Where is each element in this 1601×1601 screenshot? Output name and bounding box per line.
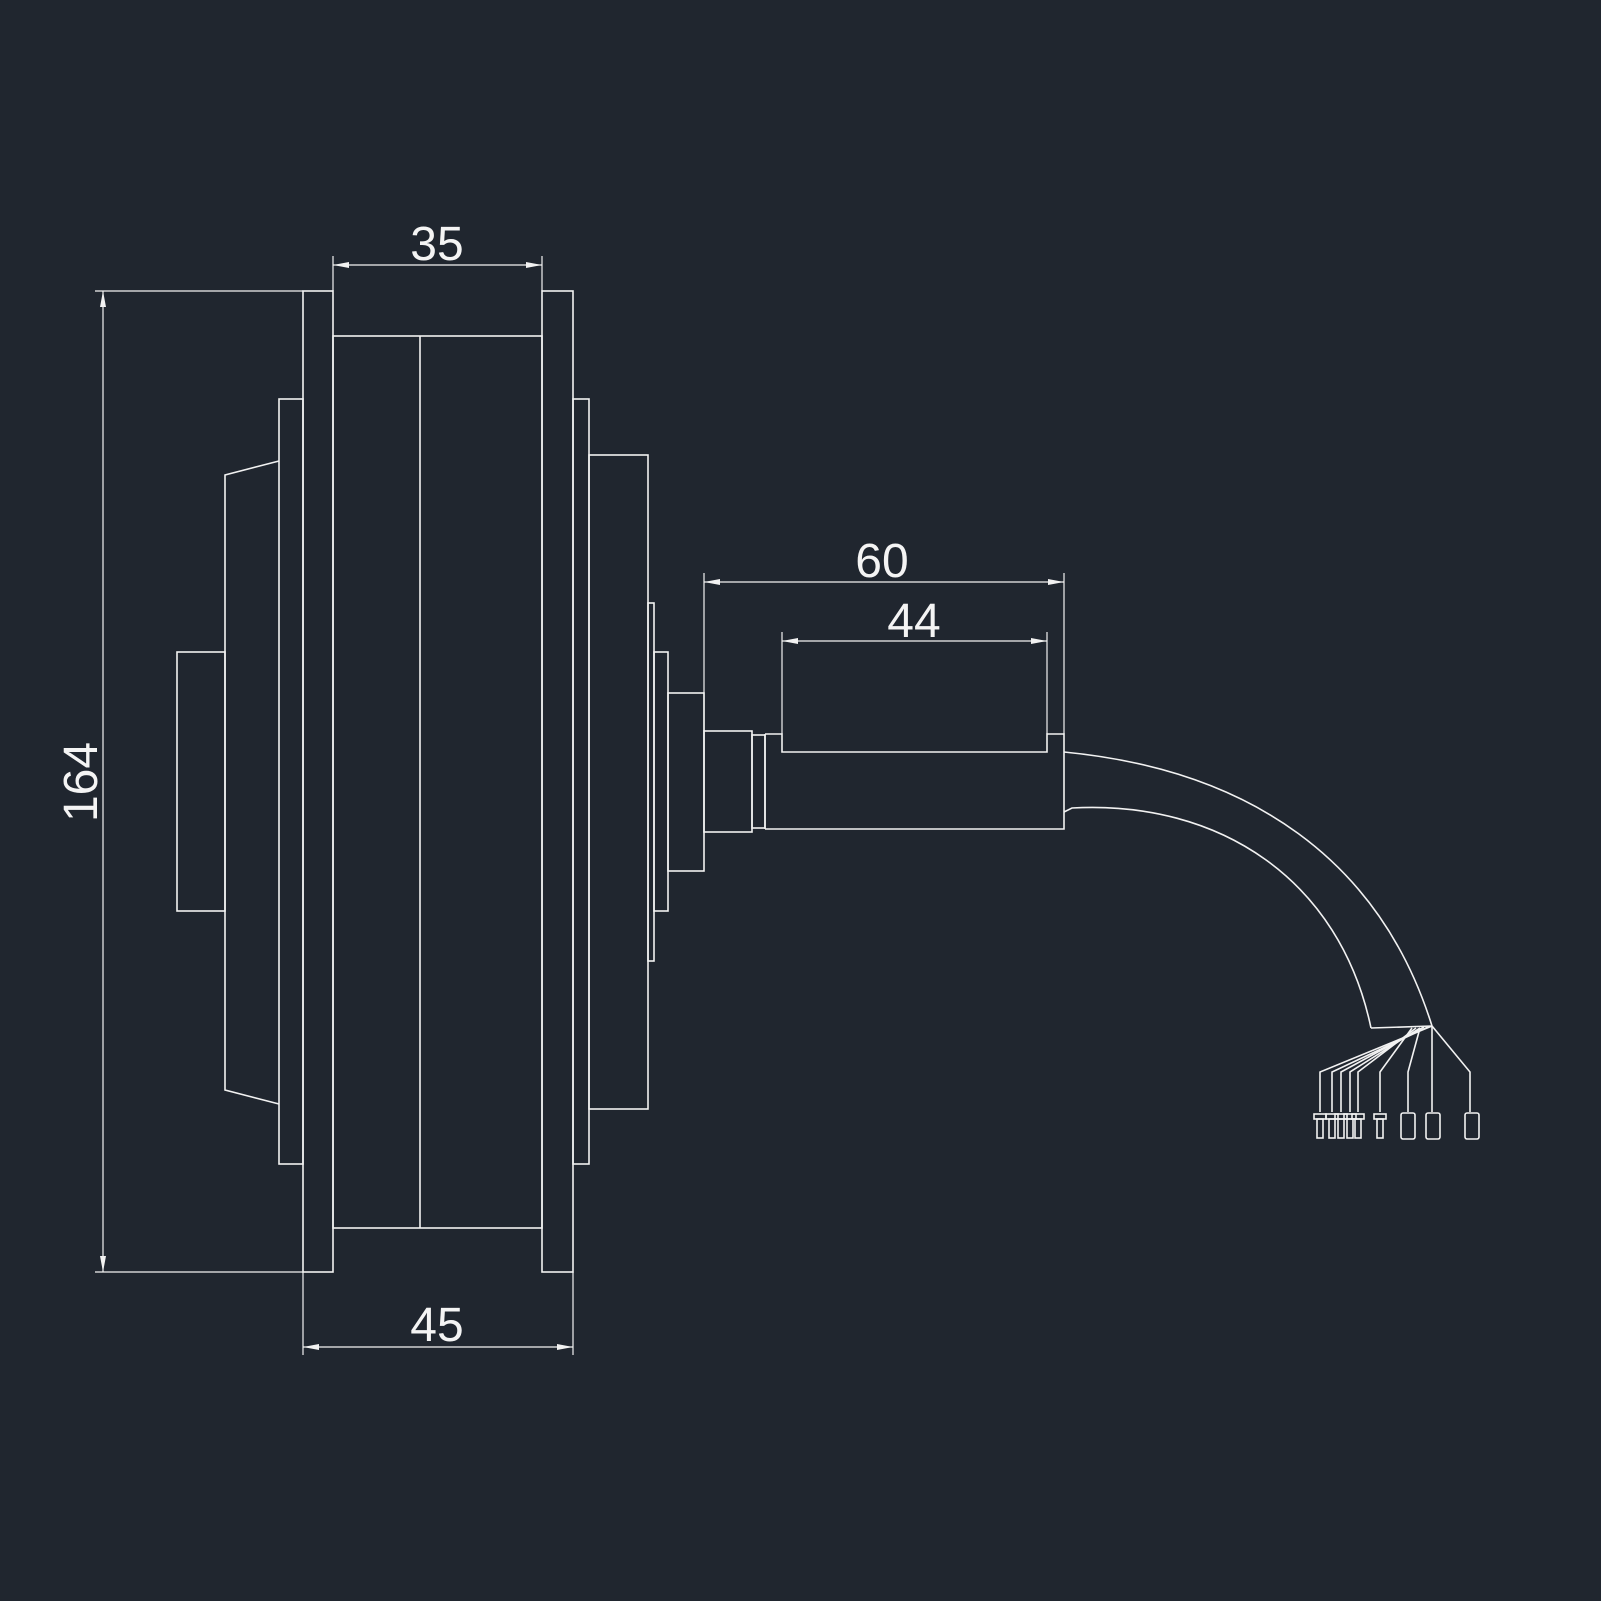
dimension-label-164: 164: [55, 742, 108, 822]
dimension-diameter: 164: [55, 290, 303, 1273]
left-shaft-nut: [176, 651, 226, 912]
dimension-label-60: 60: [855, 535, 908, 588]
dimension-axle-length: 60: [703, 535, 1065, 734]
signal-pins: [1313, 1113, 1387, 1139]
right-bearing-ring: [653, 651, 669, 912]
phase-connector-1: [1400, 1112, 1416, 1140]
cable-inner-edge: [1063, 806, 1372, 1029]
dimension-label-45: 45: [410, 1299, 463, 1352]
phase-connector-3: [1464, 1112, 1480, 1140]
cable-end: [1370, 1025, 1433, 1029]
right-flange: [541, 290, 574, 1273]
right-axle-collar: [667, 692, 705, 872]
axle-washer: [751, 734, 766, 829]
left-side-cover: [278, 398, 304, 1165]
dimension-overall-width: 45: [302, 1272, 574, 1355]
rotor-shell: [332, 335, 543, 1229]
cable-outer-edge: [1063, 751, 1433, 1027]
dimension-label-35: 35: [410, 218, 463, 271]
axle: [703, 730, 1065, 833]
cable: [1063, 751, 1480, 1140]
dimension-axle-flat-length: 44: [781, 595, 1048, 734]
axle-shaft: [765, 733, 1065, 830]
dimension-label-44: 44: [887, 595, 940, 648]
right-hub: [588, 454, 649, 1110]
axle-nut: [703, 730, 753, 833]
left-flange: [302, 290, 334, 1273]
left-tapered-hub: [224, 460, 280, 1105]
right-side-cover: [572, 398, 590, 1165]
phase-connector-2: [1425, 1112, 1441, 1140]
dimension-rotor-width: 35: [332, 218, 543, 291]
phase-connectors: [1400, 1112, 1480, 1140]
wire-fan: [1319, 1025, 1471, 1112]
motor-body: [176, 290, 705, 1273]
right-bearing-plate: [647, 602, 655, 962]
